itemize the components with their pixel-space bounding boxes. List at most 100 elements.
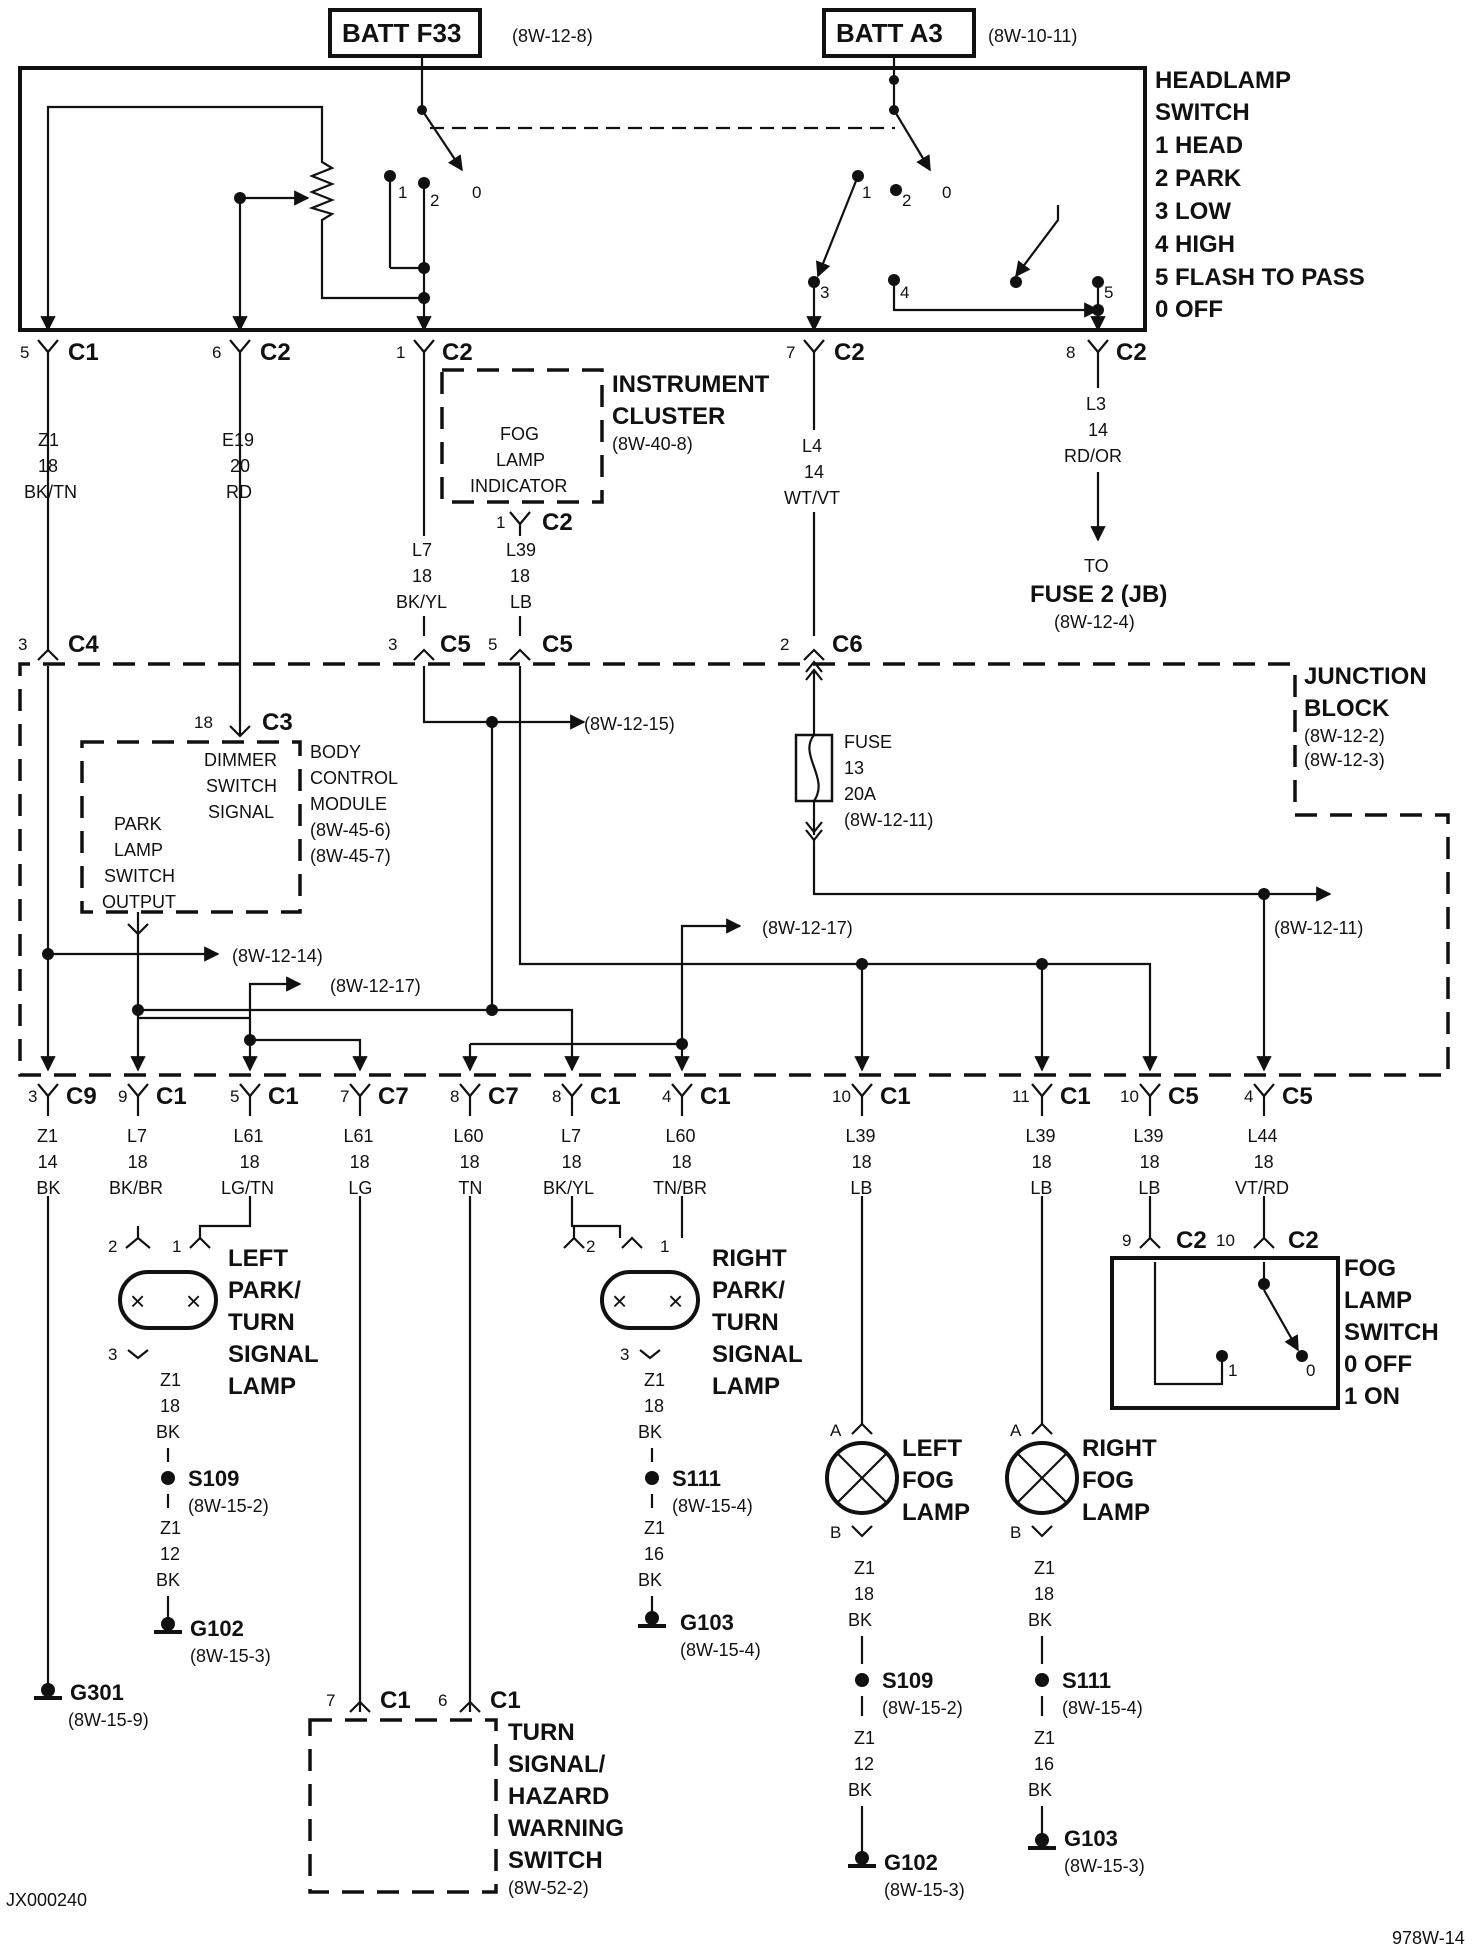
title: SIGNAL xyxy=(712,1341,803,1368)
hs-right-pos-0: 0 xyxy=(942,183,951,202)
lamp-x-icon: × xyxy=(186,1286,201,1316)
top-connector-c2-pin1: 1 C2 L7 18 BK/YL xyxy=(396,339,473,636)
wire-gauge: 18 xyxy=(160,1396,180,1416)
bcm-title: BODY xyxy=(310,742,361,762)
conn: C2 xyxy=(1116,339,1147,366)
ground-g301: G301 (8W-15-9) xyxy=(34,1196,149,1730)
wire-code: Z1 xyxy=(644,1518,665,1538)
title: LAMP xyxy=(902,1499,970,1526)
title: RIGHT xyxy=(712,1245,787,1272)
conn: C7 xyxy=(378,1083,409,1110)
jb-ref: (8W-12-3) xyxy=(1304,750,1385,770)
title: SWITCH xyxy=(1344,1319,1439,1346)
top-connector-c2-pin8: 8 C2 L3 14 RD/OR xyxy=(1064,339,1147,542)
pos: 1 xyxy=(1228,1361,1237,1380)
wire-code: Z1 xyxy=(160,1518,181,1538)
pin: 5 xyxy=(230,1087,239,1106)
wire-gauge: 18 xyxy=(1032,1152,1052,1172)
ic-inner-line: FOG xyxy=(500,424,539,444)
pin: 9 xyxy=(118,1087,127,1106)
splice-label: S111 xyxy=(672,1466,721,1491)
bcm-title: MODULE xyxy=(310,794,387,814)
pin: 7 xyxy=(326,1691,335,1710)
pin: 5 xyxy=(20,343,29,362)
ground-label: G103 xyxy=(1064,1826,1118,1851)
batt-f33-box: BATT F33 (8W-12-8) xyxy=(328,8,593,58)
bcm-ref: (8W-45-6) xyxy=(310,820,391,840)
conn: C2 xyxy=(1176,1227,1207,1254)
wire-code: Z1 xyxy=(1034,1558,1055,1578)
bcm-signal: SIGNAL xyxy=(208,802,274,822)
title: FOG xyxy=(1344,1255,1396,1282)
ground-label: G103 xyxy=(680,1610,734,1635)
wire-gauge: 14 xyxy=(804,462,824,482)
wire-color: LB xyxy=(1030,1178,1052,1198)
wire-gauge: 18 xyxy=(852,1152,872,1172)
left-fog-lamp: A B LEFT FOG LAMP Z1 18 BK S109 (8W-15-2… xyxy=(825,1196,970,1900)
wire-color: RD xyxy=(226,482,252,502)
conn: C5 xyxy=(542,631,573,658)
conn: C1 xyxy=(68,339,99,366)
pin: 5 xyxy=(488,635,497,654)
pin: 3 xyxy=(108,1345,117,1364)
ground-label: G301 xyxy=(70,1680,124,1705)
pin: 1 xyxy=(396,343,405,362)
conn: C2 xyxy=(442,339,473,366)
fuse2-ref: (8W-12-4) xyxy=(1054,612,1135,632)
pin: A xyxy=(830,1421,842,1440)
pin: 3 xyxy=(28,1087,37,1106)
title: SWITCH xyxy=(508,1847,603,1874)
jb-ref-8w-12-15: (8W-12-15) xyxy=(584,714,675,734)
wire-code: L4 xyxy=(802,436,822,456)
conn: C2 xyxy=(260,339,291,366)
wire-gauge: 18 xyxy=(854,1584,874,1604)
title: LAMP xyxy=(712,1373,780,1400)
wire-code: L7 xyxy=(412,540,432,560)
ic-ref: (8W-40-8) xyxy=(612,434,693,454)
batt-f33-ref: (8W-12-8) xyxy=(512,26,593,46)
title: SIGNAL/ xyxy=(508,1751,606,1778)
hs-right-pos-5: 5 xyxy=(1104,283,1113,302)
fuse13-line: 13 xyxy=(844,758,864,778)
pin: 2 xyxy=(586,1237,595,1256)
right-park-turn-lamp: 2 1 × × 3 RIGHT PARK/ TURN SIGNAL LAMP Z… xyxy=(563,1196,803,1660)
hs-right-pos-3: 3 xyxy=(820,283,829,302)
splice-ref: (8W-15-4) xyxy=(1062,1698,1143,1718)
conn: C1 xyxy=(1060,1083,1091,1110)
pin: 4 xyxy=(1244,1087,1253,1106)
hs-pos-1: 1 xyxy=(398,183,407,202)
conn: C1 xyxy=(156,1083,187,1110)
wire-code: L60 xyxy=(666,1126,696,1146)
conn: C6 xyxy=(832,631,863,658)
bcm-conn: C3 xyxy=(262,709,293,736)
hs-right-pos-4: 4 xyxy=(900,283,909,302)
splice-label: S109 xyxy=(882,1668,933,1693)
wire-code: E19 xyxy=(222,430,254,450)
wire-color: TN/BR xyxy=(653,1178,707,1198)
wire-gauge: 14 xyxy=(38,1152,58,1172)
jb-title: BLOCK xyxy=(1304,695,1390,722)
splice-ref: (8W-15-2) xyxy=(882,1698,963,1718)
top-connector-c2-pin7: 7 C2 L4 14 WT/VT xyxy=(784,339,865,636)
wire-color: LB xyxy=(850,1178,872,1198)
wire-color: WT/VT xyxy=(784,488,840,508)
wire-color: BK xyxy=(638,1422,662,1442)
batt-a3-label: BATT A3 xyxy=(836,18,943,48)
conn: C1 xyxy=(590,1083,621,1110)
hs-pos-0: 0 xyxy=(472,183,481,202)
pin: 8 xyxy=(1066,343,1075,362)
hs-pos-2: 2 xyxy=(430,191,439,210)
wire-code: Z1 xyxy=(854,1558,875,1578)
hs-title-line: 3 LOW xyxy=(1155,198,1231,225)
wire-gauge: 14 xyxy=(1088,420,1108,440)
wire-color: BK/YL xyxy=(543,1178,594,1198)
wire-gauge: 18 xyxy=(672,1152,692,1172)
wire-color: BK xyxy=(1028,1610,1052,1630)
title: PARK/ xyxy=(712,1277,785,1304)
pin: 8 xyxy=(450,1087,459,1106)
